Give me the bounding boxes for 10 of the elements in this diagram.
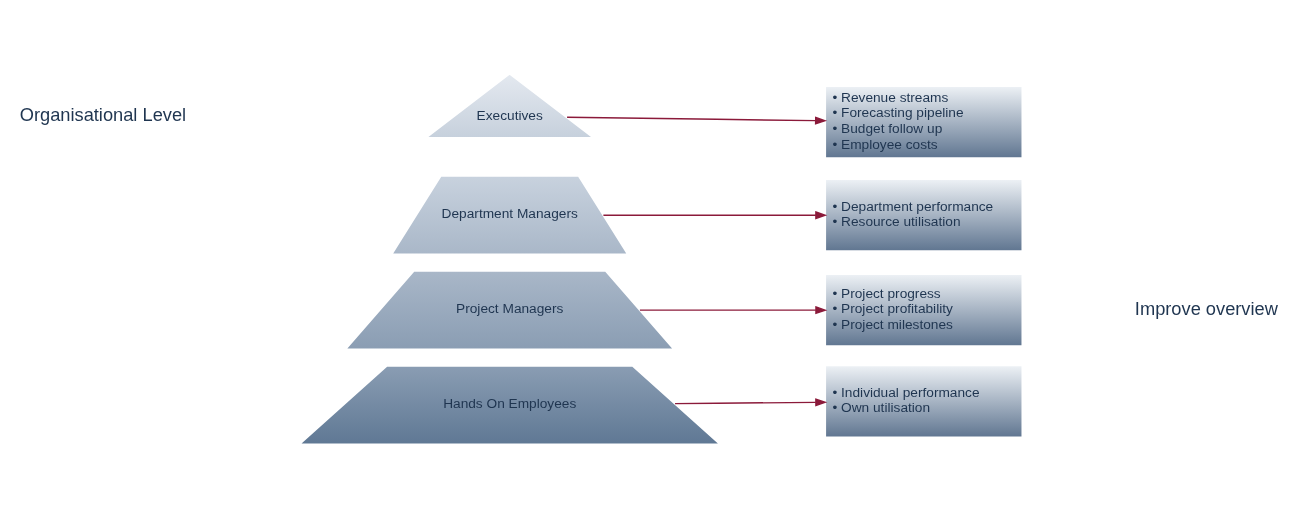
- arrow: [566, 115, 828, 125]
- node-box: • Revenue streams • Forecasting pipeline • Budget follow up • Employee costs: [824, 84, 1024, 159]
- label: Improve overview: [1134, 297, 1278, 319]
- node-box: • Individual performance • Own utilisation: [824, 363, 1024, 438]
- node-box: • Department performance • Resource utilisation: [824, 177, 1024, 252]
- node-box: • Project progress • Project profitability • Project milestones: [824, 272, 1024, 347]
- label: Organisational Level: [19, 103, 187, 125]
- arrow: [639, 305, 828, 314]
- arrow: [674, 397, 828, 407]
- arrow: [602, 210, 828, 219]
